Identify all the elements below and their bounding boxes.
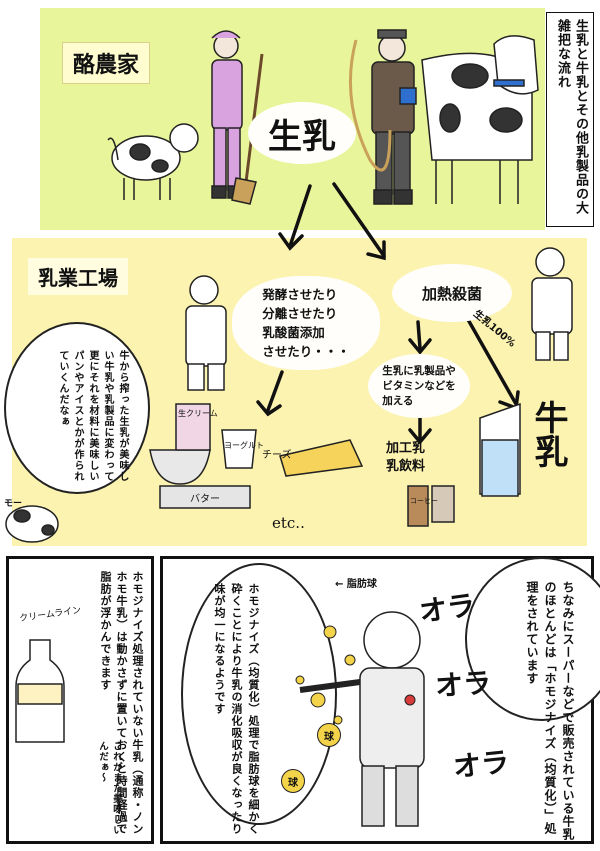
heat-sterilize-text: 加熱殺菌 — [421, 284, 482, 303]
add-ingredients-bubble: 生乳に乳製品や ビタミンなどを 加える — [368, 354, 470, 418]
homogenize-effect-text: ホモジナイズ（均質化）処理で脂肪球を細かく砕くことにより牛乳の消化吸収が良くなっ… — [213, 583, 260, 835]
ferment-process-bubble: 発酵させたり 分離させたり 乳酸菌添加 させたり・・・ — [232, 276, 380, 370]
dairy-farmer-label: 酪農家 — [62, 42, 151, 84]
farmer-man-illustration — [348, 29, 417, 205]
ferment-process-text: 発酵させたり 分離させたり 乳酸菌添加 させたり・・・ — [262, 287, 350, 359]
speech-bubble-left — [181, 563, 337, 825]
homogenize-intro-text: ちなみにスーパーなどで販売されている牛乳のほとんどは「ホモジナイズ（均質化）」処… — [525, 581, 575, 841]
cheese-label: チーズ — [262, 450, 292, 461]
add-ingredients-text: 生乳に乳製品や ビタミンなどを 加える — [382, 364, 456, 407]
bear-character-illustration — [299, 611, 425, 827]
speech-bubble-right — [465, 557, 600, 721]
heat-sterilize-bubble: 加熱殺菌 — [392, 264, 512, 322]
page-title: 生乳と牛乳とその他乳製品の大雑把な流れ — [555, 19, 588, 215]
non-homogenized-text: ホモジナイズ処理されていない牛乳（通称・ノンホモ牛乳）は動かさずに置いておくと時… — [99, 571, 144, 835]
moo-sfx: モー — [4, 499, 23, 509]
farmer-woman-illustration — [211, 30, 264, 205]
title-box: 生乳と牛乳とその他乳製品の大雑把な流れ — [546, 12, 594, 227]
factory-worker-illustration — [185, 247, 573, 391]
cow-head-illustration — [5, 505, 59, 543]
milk-bottle-illustration — [15, 639, 65, 743]
fat-globule-illustration — [295, 625, 416, 725]
fat-ball-tag: 球 — [317, 723, 341, 747]
etc-label: etc.. — [272, 514, 305, 532]
milk-label: 牛乳 — [528, 400, 568, 468]
calf-illustration — [107, 123, 199, 200]
fat-globule-label: ← 脂肪球 — [335, 579, 377, 590]
cream-carton-label: 生クリーム — [178, 409, 218, 418]
flow-arrows — [256, 182, 520, 445]
yogurt-label: ヨーグルト — [224, 441, 264, 450]
coffee-label: コーヒー — [410, 497, 438, 505]
raw-milk-label: 生乳 — [268, 116, 336, 157]
raw-milk-bubble: 生乳 — [248, 102, 356, 164]
processed-milk-label: 加工乳 乳飲料 — [386, 441, 426, 474]
fat-ball-tag: 球 — [281, 769, 305, 793]
thought-text: 牛から搾った生乳が美味しい牛乳や乳製品に変わって更にそれを材料に美味しいパンやア… — [57, 350, 128, 482]
dairy-factory-label: 乳業工場 — [28, 258, 128, 295]
delicious-quote: これがまた美味しいんだぁ〜 — [97, 741, 122, 836]
cow-illustration — [421, 35, 539, 204]
thought-bubble: 牛から搾った生乳が美味しい牛乳や乳製品に変わって更にそれを材料に美味しいパンやア… — [4, 322, 150, 494]
dairy-products-illustration — [149, 402, 521, 527]
butter-label: バター — [190, 494, 220, 505]
